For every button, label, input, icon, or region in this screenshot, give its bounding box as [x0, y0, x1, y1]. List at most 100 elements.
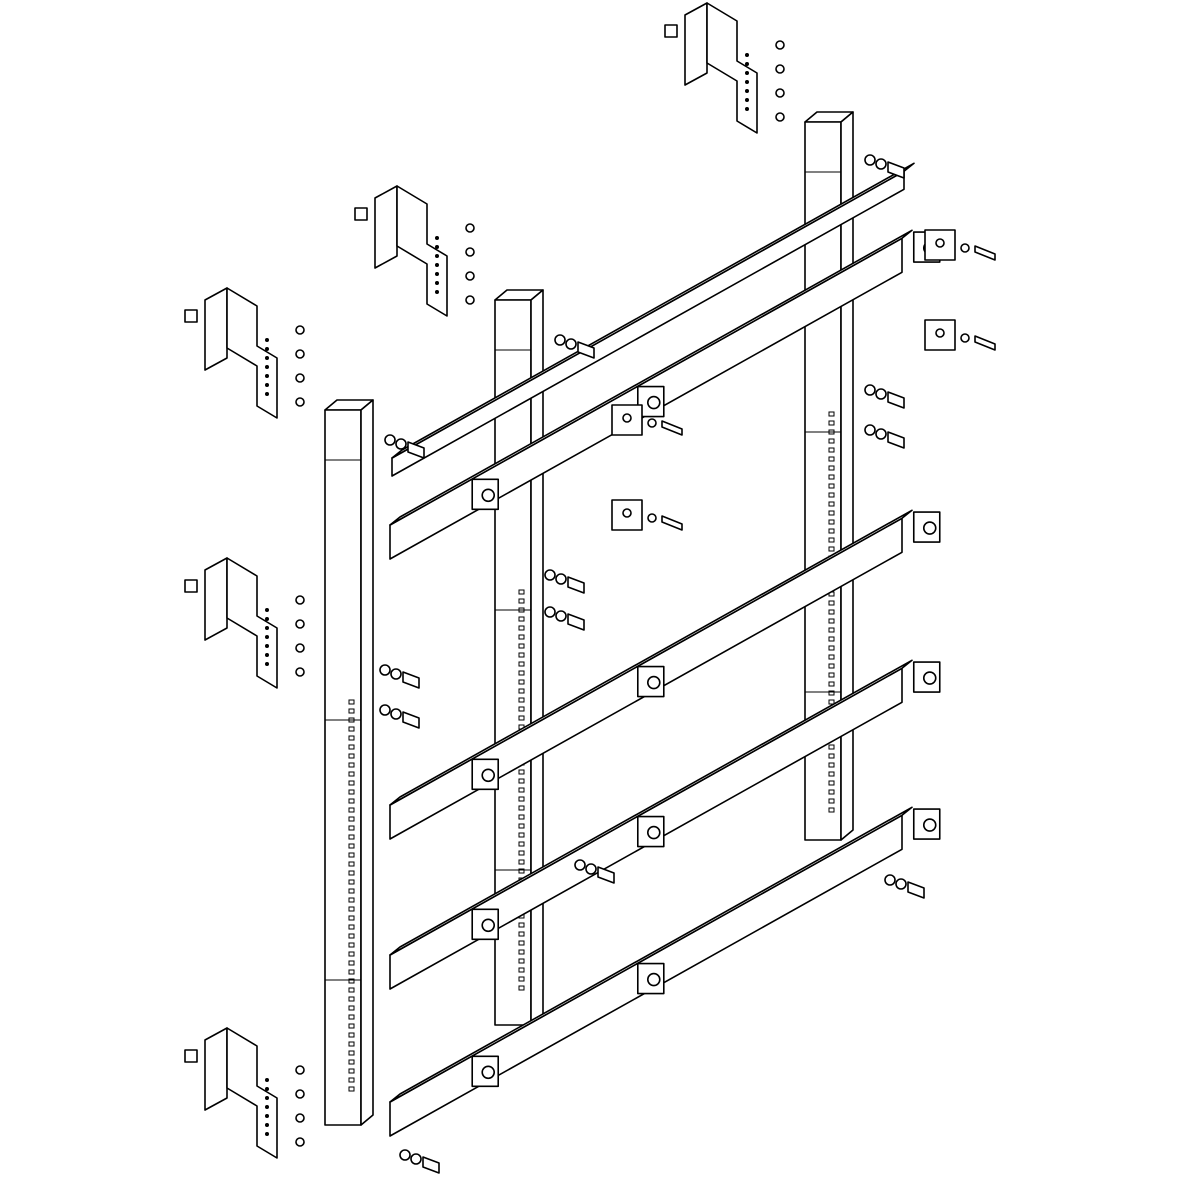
screw — [775, 64, 785, 74]
bolt — [974, 335, 996, 351]
rail-slot — [348, 816, 355, 822]
rail-slot — [828, 672, 835, 678]
rail-slot — [518, 949, 525, 955]
support-hole — [646, 972, 661, 987]
rail-side — [360, 399, 374, 1126]
rail-slot — [348, 942, 355, 948]
rail-slot — [518, 769, 525, 775]
bolt-head — [907, 881, 925, 899]
busbar-top — [389, 806, 913, 1103]
washer — [574, 859, 586, 871]
bracket-hole — [745, 98, 749, 102]
rail-slot — [348, 1005, 355, 1011]
rail-slot — [828, 465, 835, 471]
screw — [295, 619, 305, 629]
rail-slot — [348, 699, 355, 705]
cage-nut — [354, 207, 368, 221]
washer — [555, 573, 567, 585]
clamp-hole — [935, 328, 945, 338]
bolt-head — [567, 576, 585, 594]
screw — [295, 1113, 305, 1123]
rail-slot — [348, 708, 355, 714]
rail-slot — [828, 807, 835, 813]
washer — [410, 1153, 422, 1165]
rail-slot — [348, 1077, 355, 1083]
clamp-block — [924, 319, 996, 351]
bracket-hole — [435, 272, 439, 276]
rail-slot — [348, 888, 355, 894]
bar-support — [471, 1055, 500, 1088]
support-hole — [481, 918, 496, 933]
rail-slot — [348, 798, 355, 804]
bar-support — [912, 808, 941, 840]
wall-bracket — [184, 1027, 305, 1159]
clamp-block — [611, 404, 683, 436]
bolt-head — [577, 341, 595, 359]
bolt-set — [884, 874, 925, 899]
bolt-set — [399, 1149, 440, 1174]
rail-slot — [828, 411, 835, 417]
wall-bracket — [354, 185, 475, 317]
bracket-hole — [265, 1114, 269, 1118]
rail-slot — [518, 841, 525, 847]
screw — [295, 349, 305, 359]
bolt-head — [402, 671, 420, 689]
rail-slot — [518, 814, 525, 820]
support-hole — [481, 768, 496, 783]
rail-front — [324, 409, 362, 1126]
bracket-hole — [435, 263, 439, 267]
support-hole — [481, 1065, 496, 1080]
screw — [295, 325, 305, 335]
rail-slot — [518, 940, 525, 946]
washer — [554, 334, 566, 346]
bracket-hole — [745, 80, 749, 84]
rail-slot — [828, 429, 835, 435]
rail-slot — [348, 771, 355, 777]
wall-bracket — [184, 287, 305, 419]
rail-slot — [828, 510, 835, 516]
wall-bracket — [664, 2, 785, 134]
washer — [390, 668, 402, 680]
rail-slot — [348, 1023, 355, 1029]
bolt-set — [544, 606, 585, 631]
busbars — [389, 162, 941, 1137]
rail-slot — [518, 796, 525, 802]
rail-slot — [348, 861, 355, 867]
screw — [295, 1089, 305, 1099]
rail-slot — [828, 618, 835, 624]
clamp-hole — [935, 238, 945, 248]
rail-slot — [828, 663, 835, 669]
rail-slot — [828, 645, 835, 651]
bracket-body — [226, 557, 278, 689]
bracket-hole — [435, 254, 439, 258]
bracket-hole — [435, 281, 439, 285]
rail-slot — [348, 1041, 355, 1047]
bracket-hole — [745, 89, 749, 93]
bracket-flange — [204, 557, 228, 641]
rail-slot — [518, 616, 525, 622]
bracket-hole — [265, 347, 269, 351]
screw — [295, 667, 305, 677]
bracket-hole — [745, 62, 749, 66]
rail-slot — [828, 699, 835, 705]
rail-slot — [518, 787, 525, 793]
support-hole — [646, 825, 661, 840]
rail-slot — [518, 679, 525, 685]
bracket-body — [226, 1027, 278, 1159]
rail-slot — [828, 546, 835, 552]
washer — [384, 434, 396, 446]
rail-slot — [828, 420, 835, 426]
rail-slot — [348, 996, 355, 1002]
bracket-body — [396, 185, 448, 317]
rail-slot — [348, 1086, 355, 1092]
busbar-top — [391, 162, 915, 459]
bracket-hole — [265, 608, 269, 612]
bolt-head — [407, 441, 425, 459]
rail-slot — [828, 744, 835, 750]
bar-support — [471, 478, 500, 511]
bolt-head — [567, 613, 585, 631]
bracket-body — [226, 287, 278, 419]
clamp-block — [924, 229, 996, 261]
rail-slot — [518, 850, 525, 856]
bar-support — [636, 665, 665, 698]
